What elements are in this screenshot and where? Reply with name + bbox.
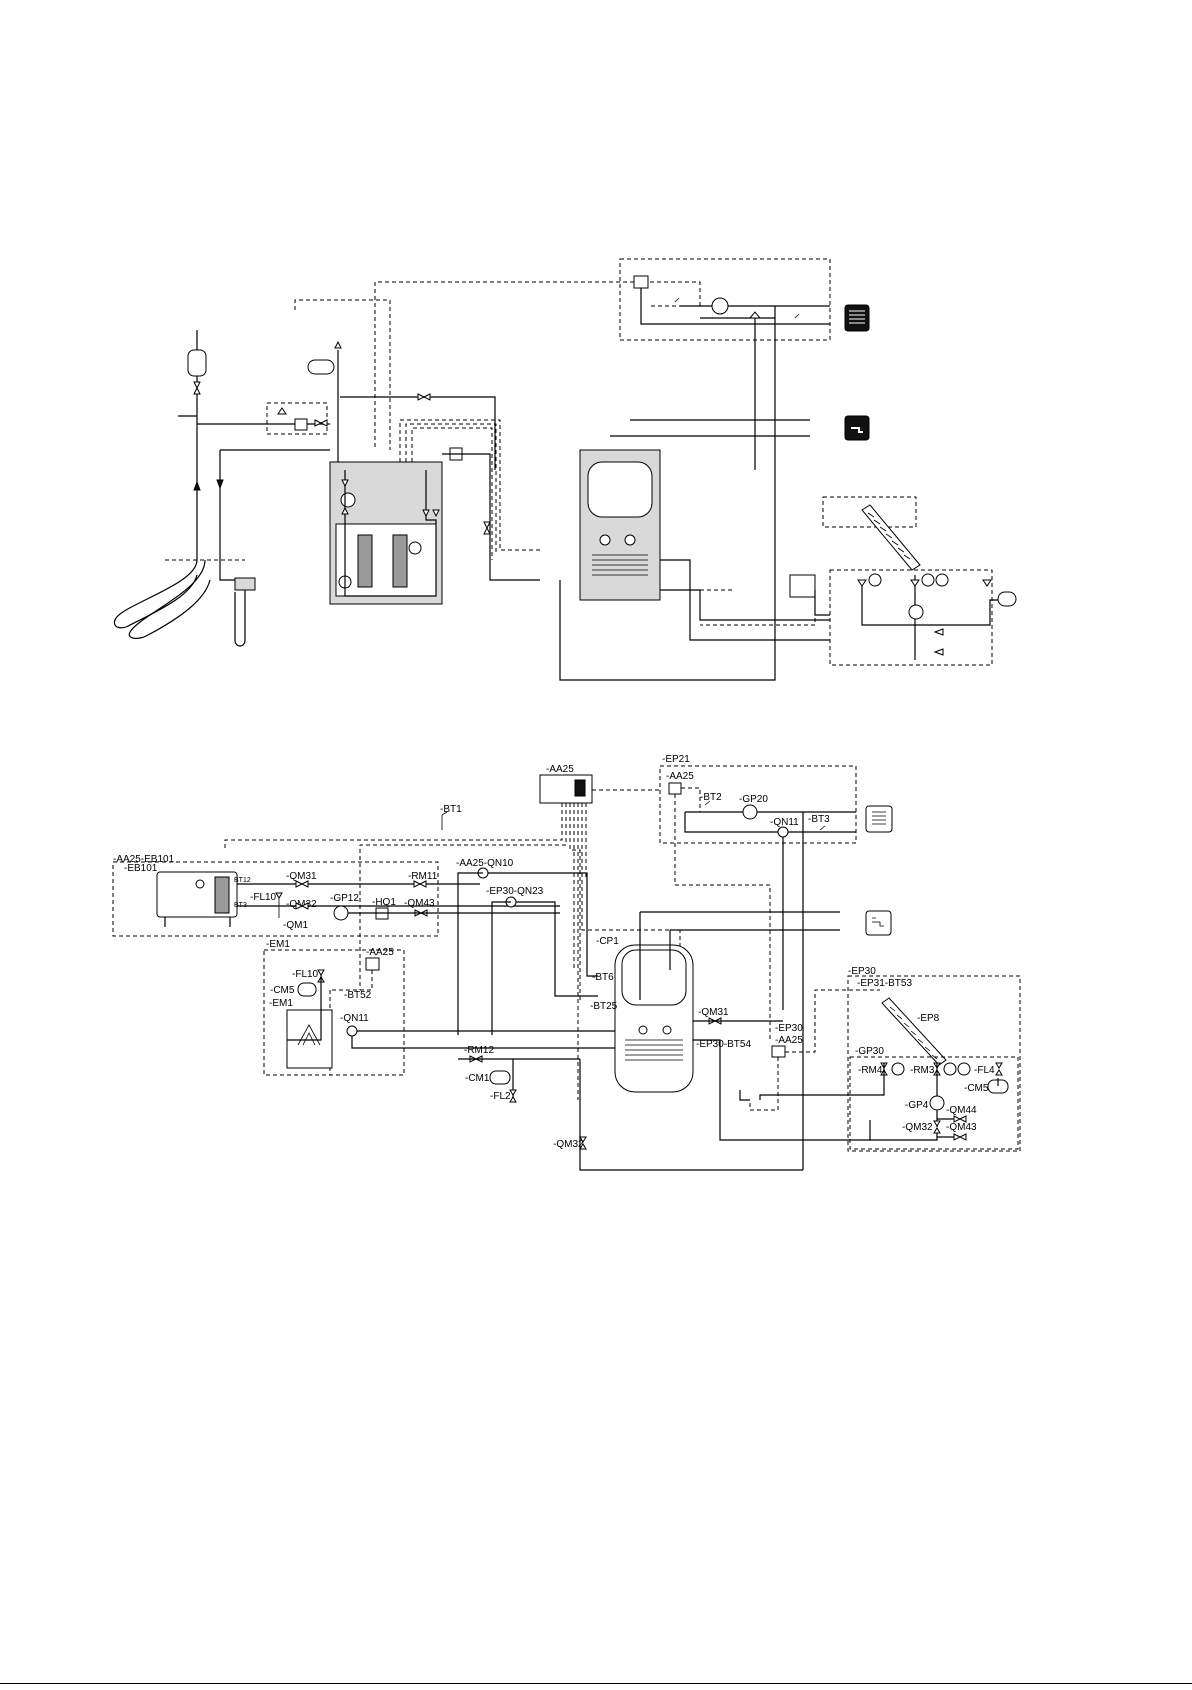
label-aa25-em1: -AA25 <box>366 947 394 958</box>
gp4-pump[interactable] <box>929 1095 945 1111</box>
label-qm43-right: -QM43 <box>946 1122 977 1133</box>
top-circ-pump <box>711 297 729 315</box>
eb101-box <box>112 861 439 937</box>
top-expansion-vessel <box>307 359 335 375</box>
rm11-valve[interactable] <box>413 880 427 888</box>
bottom-diagram: -AA25 -EP21 -AA25 -BT2 -GP20 -QN11 -BT3 <box>112 754 1021 1171</box>
label-qm44: -QM44 <box>946 1105 977 1116</box>
label-qn11-ep21: -QN11 <box>770 817 799 828</box>
label-qm32-bottom: -QM32 <box>553 1139 584 1150</box>
label-em1-top: -EM1 <box>266 939 290 950</box>
label-aa25-ep21: -AA25 <box>666 771 694 782</box>
bt1-sensor <box>441 811 448 830</box>
qm32-bottom-valve[interactable] <box>579 1136 587 1150</box>
label-ep30-bt54: -EP30-BT54 <box>696 1039 751 1050</box>
label-gp12: -GP12 <box>330 893 359 904</box>
label-gp30: -GP30 <box>855 1046 884 1057</box>
ep21-aa25-module <box>668 782 682 795</box>
qm32-left-valve[interactable] <box>295 902 309 910</box>
label-qm31-left: -QM31 <box>286 871 317 882</box>
label-qm43-left: -QM43 <box>404 898 435 909</box>
label-ep21: -EP21 <box>662 754 690 765</box>
label-fl10-left: -FL10 <box>250 892 277 903</box>
top-solar-group <box>829 569 993 666</box>
label-eb101: -EB101 <box>124 863 158 874</box>
label-bt3: -BT3 <box>808 814 830 825</box>
label-ep31-bt53: -EP31-BT53 <box>857 978 912 989</box>
label-ep30-qn23: -EP30-QN23 <box>486 886 544 897</box>
cm5-em1-vessel <box>297 982 317 997</box>
label-qn11-em1: -QN11 <box>340 1013 369 1024</box>
label-bt52: -BT52 <box>344 990 372 1001</box>
label-gp4: -GP4 <box>905 1100 929 1111</box>
label-bt1: -BT1 <box>440 804 462 815</box>
gp20-pump[interactable] <box>742 804 758 820</box>
label-bt2: -BT2 <box>700 792 722 803</box>
cm1-vessel <box>489 1070 511 1085</box>
top-brine-vessel <box>187 349 207 377</box>
label-qm32-left: -QM32 <box>286 899 317 910</box>
page-footer-rule <box>0 1683 1192 1684</box>
label-qm31-mid: -QM31 <box>698 1007 729 1018</box>
label-ep30-right: -EP30 <box>848 966 876 977</box>
fl4-valve[interactable] <box>995 1062 1003 1076</box>
label-aa25-top: -AA25 <box>546 764 574 775</box>
qn11-valve[interactable] <box>777 826 789 838</box>
label-qm32-right: -QM32 <box>902 1122 933 1133</box>
label-bt25: -BT25 <box>590 1001 618 1012</box>
gp12-pump[interactable] <box>333 905 349 921</box>
label-hq1: -HQ1 <box>372 897 396 908</box>
label-rm4: -RM4 <box>858 1065 883 1076</box>
qm31-left-valve[interactable] <box>295 880 309 888</box>
label-ep30-mid: -EP30 <box>775 1023 803 1034</box>
label-cm5-em1: -CM5 <box>270 985 295 996</box>
label-rm3: -RM3 <box>910 1065 935 1076</box>
label-rm12: -RM12 <box>464 1045 494 1056</box>
label-em1: -EM1 <box>269 998 293 1009</box>
em1-box <box>263 949 405 1076</box>
qm43-right-valve[interactable] <box>953 1133 967 1141</box>
ep30-box <box>847 975 1021 1152</box>
label-cp1: -CP1 <box>596 936 619 947</box>
label-gp20: -GP20 <box>739 794 768 805</box>
ep30-aa25-module <box>771 1045 786 1058</box>
bottom-radiator-icon <box>865 805 893 833</box>
label-rm11: -RM11 <box>408 871 438 882</box>
label-fl10-em1: -FL10 <box>292 969 319 980</box>
label-cm1: -CM1 <box>465 1073 490 1084</box>
label-qm1: -QM1 <box>283 920 308 931</box>
label-aa25-eb101: -AA25-EB101 <box>113 854 175 865</box>
em1-boiler <box>286 1009 333 1069</box>
label-aa25-qn10: -AA25-QN10 <box>456 858 514 869</box>
gp30-box <box>849 1056 1019 1150</box>
bottom-tap-icon <box>865 910 892 936</box>
top-radiator-icon <box>844 304 870 332</box>
label-cm5-right: -CM5 <box>964 1083 989 1094</box>
ep8-solar-collector <box>881 997 947 1066</box>
label-fl2: -FL2 <box>490 1091 511 1102</box>
ep21-box <box>659 765 857 844</box>
label-fl4: -FL4 <box>974 1065 995 1076</box>
top-ep21-box <box>619 258 831 341</box>
label-ep8: -EP8 <box>917 1013 940 1024</box>
label-bt6: -BT6 <box>592 972 614 983</box>
label-aa25-mid: -AA25 <box>775 1035 803 1046</box>
label-bt12: BT12 <box>234 877 251 884</box>
qn11-em1-valve[interactable] <box>346 1025 358 1037</box>
top-diagram <box>113 258 1017 681</box>
